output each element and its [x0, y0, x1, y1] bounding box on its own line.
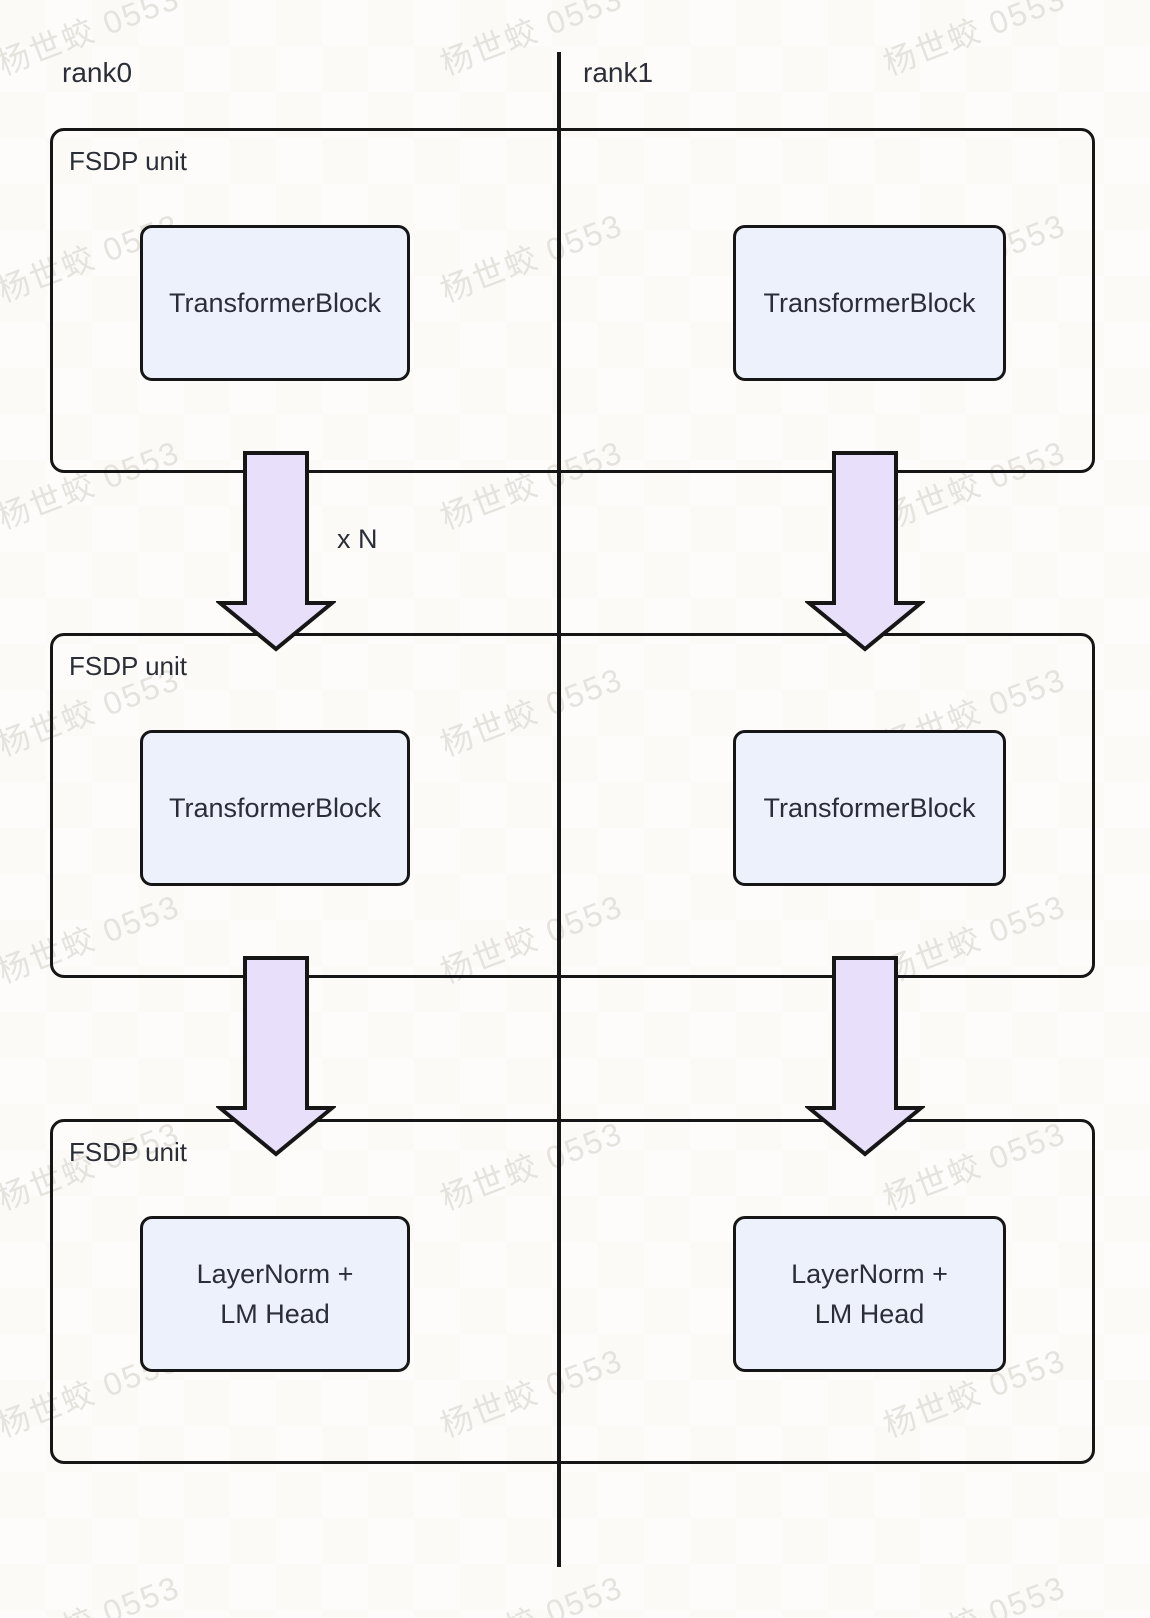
down-arrow-rank1-1	[805, 451, 925, 652]
layernorm-lmhead-block-rank1: LayerNorm + LM Head	[733, 1216, 1006, 1372]
watermark-text: 杨世蛟 0553	[876, 1562, 1072, 1618]
watermark-text: 杨世蛟 0553	[433, 1562, 629, 1618]
transformer-block-rank1-1: TransformerBlock	[733, 225, 1006, 381]
watermark-text: 杨世蛟 0553	[0, 1562, 186, 1618]
fsdp-unit-2: FSDP unit TransformerBlock TransformerBl…	[50, 633, 1095, 978]
transformer-block-rank0-1: TransformerBlock	[140, 225, 410, 381]
fsdp-unit-3-label: FSDP unit	[69, 1137, 188, 1167]
watermark-text: 杨世蛟 0553	[878, 0, 1071, 83]
repeat-n-label: x N	[337, 524, 378, 554]
rank-divider-line	[557, 52, 561, 1567]
fsdp-unit-2-label: FSDP unit	[69, 651, 188, 681]
fsdp-unit-1-label: FSDP unit	[69, 146, 188, 176]
down-arrow-rank1-2	[805, 956, 925, 1157]
transformer-block-rank1-2: TransformerBlock	[733, 730, 1006, 886]
rank1-label: rank1	[583, 57, 654, 88]
fsdp-unit-1: FSDP unit TransformerBlock TransformerBl…	[50, 128, 1095, 473]
layernorm-lmhead-block-rank0: LayerNorm + LM Head	[140, 1216, 410, 1372]
down-arrow-rank0-1	[216, 451, 336, 652]
transformer-block-rank0-2: TransformerBlock	[140, 730, 410, 886]
down-arrow-rank0-2	[216, 956, 336, 1157]
rank0-label: rank0	[62, 57, 133, 88]
fsdp-unit-3: FSDP unit LayerNorm + LM Head LayerNorm …	[50, 1119, 1095, 1464]
